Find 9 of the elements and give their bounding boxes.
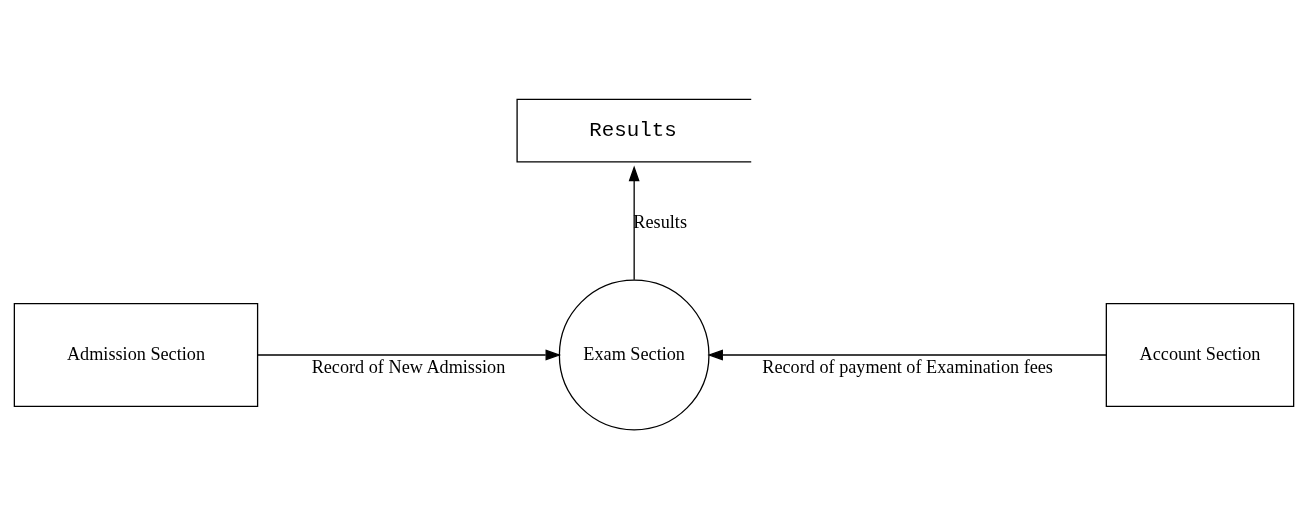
edge-label: Record of payment of Examination fees [762, 356, 1053, 377]
arrow [707, 349, 1107, 360]
arrow [257, 349, 562, 360]
arrow [628, 165, 640, 280]
node-text: Results [589, 118, 677, 142]
node-circle: Exam Section [558, 279, 710, 430]
edge-label: Record of New Admission [311, 356, 506, 377]
node-box: Admission Section [13, 302, 259, 407]
node-box: Account Section [1105, 302, 1295, 407]
